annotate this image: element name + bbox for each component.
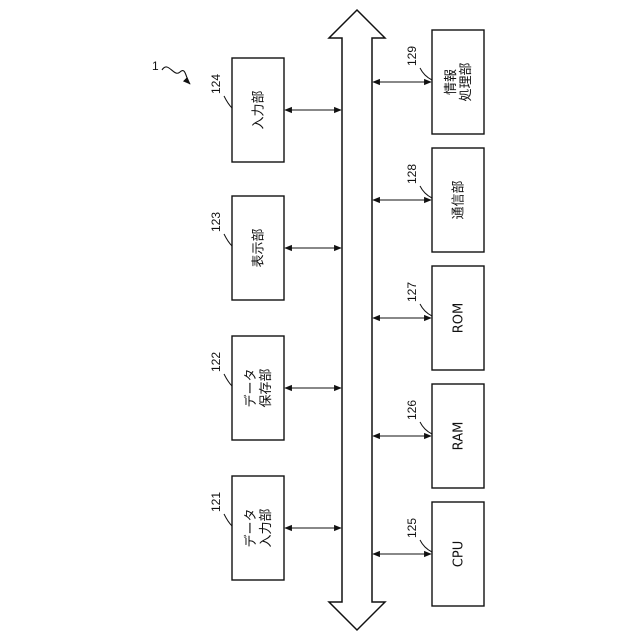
reference-number: 129	[405, 46, 419, 66]
reference-leader	[224, 234, 232, 246]
system-leader	[162, 67, 190, 84]
block-label: 通信部	[452, 180, 467, 219]
block-label: 表示部	[252, 228, 267, 267]
reference-number: 123	[209, 212, 223, 232]
reference-leader	[420, 540, 432, 552]
block-label: 入力部	[252, 90, 267, 129]
block-label-line: データ	[243, 368, 259, 407]
block-125: CPU 125	[373, 502, 484, 606]
reference-number: 126	[405, 400, 419, 420]
block-label: データ入力部	[243, 508, 274, 547]
block-121: データ入力部 121	[209, 476, 341, 580]
reference-number: 122	[209, 352, 223, 372]
reference-number: 127	[405, 282, 419, 302]
block-label-line: ROM	[452, 303, 467, 333]
block-label-line: 入力部	[259, 508, 274, 547]
block-label-line: CPU	[452, 541, 467, 567]
reference-leader	[420, 304, 432, 316]
block-128: 通信部 128	[373, 148, 484, 252]
block-label: データ保存部	[243, 368, 274, 407]
block-129: 情報処理部 129	[373, 30, 484, 134]
block-label: ROM	[452, 303, 467, 333]
block-label: RAM	[452, 422, 467, 451]
reference-leader	[224, 514, 232, 526]
right-blocks: 情報処理部 129 通信部 128ROM 127RAM 126CPU 125	[373, 30, 484, 606]
block-label-line: 保存部	[259, 368, 274, 407]
reference-leader	[420, 422, 432, 434]
reference-leader	[420, 186, 432, 198]
block-label-line: RAM	[452, 422, 467, 451]
block-label-line: 情報	[444, 69, 459, 95]
block-127: ROM 127	[373, 266, 484, 370]
system-bus	[329, 10, 385, 630]
block-label-line: 処理部	[459, 62, 474, 101]
block-label-line: データ	[243, 508, 259, 547]
block-123: 表示部 123	[209, 196, 341, 300]
reference-leader	[224, 374, 232, 386]
block-label-line: 通信部	[452, 180, 467, 219]
reference-number: 124	[209, 74, 223, 94]
block-122: データ保存部 122	[209, 336, 341, 440]
left-blocks: 入力部124表示部123データ保存部122データ入力部121	[209, 58, 341, 580]
system-label: 1	[152, 59, 159, 73]
reference-number: 121	[209, 492, 223, 512]
reference-number: 125	[405, 518, 419, 538]
reference-leader	[224, 96, 232, 108]
block-label: CPU	[452, 541, 467, 567]
block-124: 入力部 124	[209, 58, 341, 162]
reference-leader	[420, 68, 432, 80]
block-126: RAM 126	[373, 384, 484, 488]
reference-number: 128	[405, 164, 419, 184]
block-label-line: 表示部	[252, 228, 267, 267]
block-label-line: 入力部	[252, 90, 267, 129]
